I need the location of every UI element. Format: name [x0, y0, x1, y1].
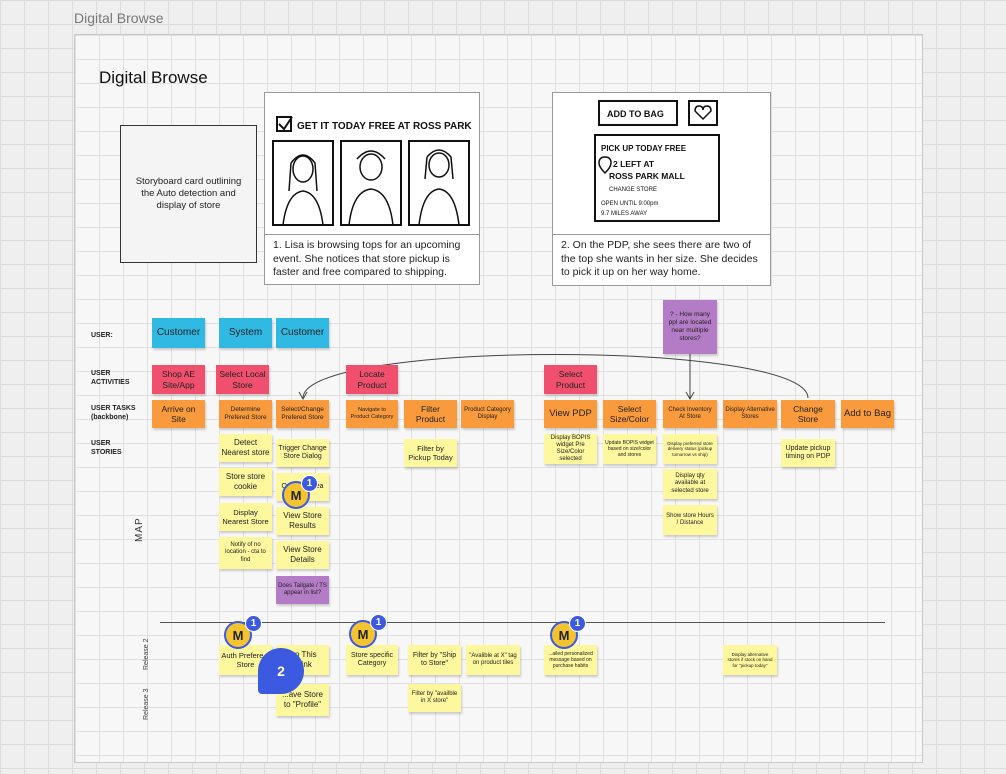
row-label-user: USER:	[91, 332, 113, 339]
board-frame[interactable]	[74, 34, 923, 763]
sticky-story-display-qty[interactable]: Display qty available at selected store	[663, 469, 717, 499]
sticky-r2-store-category[interactable]: Store specific Category	[346, 645, 398, 675]
sticky-activity-shop[interactable]: Shop AE Site/App	[152, 365, 205, 394]
sketch-left: 2 LEFT AT	[613, 159, 655, 169]
sketch-pdp-widget: ADD TO BAG PICK UP TODAY FREE 2 LEFT AT …	[594, 100, 720, 222]
sticky-r2-alt-stores[interactable]: Display alternative stores if stock on h…	[723, 645, 777, 675]
row-label-stories: USER STORIES	[91, 440, 122, 456]
storyboard-note-text: Storyboard card outlining the Auto detec…	[135, 176, 242, 211]
sticky-task-filter[interactable]: Filter Product	[404, 400, 457, 428]
sticky-r3-filter-available[interactable]: Filter by "availble in X store"	[408, 684, 461, 712]
sticky-task-category-display[interactable]: Product Category Display	[461, 400, 514, 428]
sketch-mall: ROSS PARK MALL	[609, 171, 685, 181]
connector-question-arrowhead	[685, 391, 695, 401]
sticky-task-select-change[interactable]: Select/Change Prefered Store	[276, 400, 329, 428]
card-1-caption: 1. Lisa is browsing tops for an upcoming…	[265, 234, 479, 284]
sticky-story-display-nearest[interactable]: Display Nearest Store	[219, 503, 272, 531]
sticky-story-hours-distance[interactable]: Show store Hours / Distance	[663, 505, 717, 535]
sketch-pickup: PICK UP TODAY FREE	[601, 144, 687, 153]
sticky-r2-personalized[interactable]: ...ailed personalized message based on p…	[544, 645, 597, 675]
sticky-story-cookie[interactable]: Store store cookie	[219, 468, 272, 496]
sticky-story-trigger-dialog[interactable]: Trigger Change Store Dialog	[276, 439, 329, 467]
storyboard-card-1[interactable]: GET IT TODAY FREE AT ROSS PARK 1. Lisa i…	[264, 92, 480, 285]
sticky-user-system[interactable]: System	[219, 318, 272, 348]
avatar-4-letter: M	[558, 627, 570, 643]
sticky-story-delivery-status[interactable]: Display preferred store delivery status …	[663, 434, 717, 464]
sketch-add-to-bag: ADD TO BAG	[607, 109, 664, 119]
sticky-story-tailgate[interactable]: Does Tailgate / TS appear in list?	[276, 576, 329, 604]
avatar-2-count-badge: 1	[245, 615, 262, 632]
sticky-task-add-to-bag[interactable]: Add to Bag	[841, 400, 894, 428]
sticky-r2-ship-to-store[interactable]: Filter by "Ship to Store"	[408, 645, 461, 675]
avatar-1-count-badge: 1	[301, 475, 318, 492]
sketch-headline: GET IT TODAY FREE AT ROSS PARK	[297, 121, 472, 132]
frame-label[interactable]: Digital Browse	[74, 10, 164, 26]
sticky-task-check-inventory[interactable]: Check Inventory At Store	[663, 400, 717, 428]
sketch-open: OPEN UNTIL 9:00pm	[601, 201, 658, 207]
sticky-story-update-bopis[interactable]: Update BOPIS widget based on size/color …	[603, 434, 656, 464]
sticky-user-customer-1[interactable]: Customer	[152, 318, 205, 348]
storyboard-note[interactable]: Storyboard card outlining the Auto detec…	[120, 125, 257, 263]
row-label-activities: USER ACTIVITIES	[91, 370, 130, 386]
collaborator-avatar-1[interactable]: M	[282, 481, 310, 509]
sticky-task-determine[interactable]: Determine Prefered Store	[219, 400, 272, 428]
sticky-task-view-pdp[interactable]: View PDP	[544, 400, 597, 428]
sticky-question[interactable]: ? - How many ppl are located near multip…	[663, 300, 717, 354]
avatar-2-letter: M	[232, 627, 244, 643]
release-divider	[160, 622, 885, 623]
card-2-caption: 2. On the PDP, she sees there are two of…	[553, 234, 770, 284]
board-title: Digital Browse	[99, 68, 208, 87]
sticky-story-view-details[interactable]: View Store Details	[276, 541, 329, 569]
sticky-task-size-color[interactable]: Select Size/Color	[603, 400, 656, 428]
avatar-3-count-badge: 1	[370, 614, 387, 631]
avatar-1-letter: M	[290, 487, 302, 503]
sticky-story-no-location[interactable]: Notify of no location - cta to find	[219, 537, 272, 569]
sketch-lisa-browsing: GET IT TODAY FREE AT ROSS PARK	[272, 116, 472, 226]
sticky-activity-select-product[interactable]: Select Product	[544, 365, 597, 394]
sticky-task-navigate[interactable]: Navigate to Product Category	[346, 400, 398, 428]
sticky-r2-available-tag[interactable]: "Avalible at X" tag on product tiles	[466, 645, 520, 675]
sticky-task-arrive[interactable]: Arrive on Site	[152, 400, 205, 428]
sticky-story-pickup-timing[interactable]: Update pickup timing on PDP	[781, 439, 835, 467]
comment-bubble[interactable]: 2	[258, 648, 304, 694]
sticky-story-bopis-widget[interactable]: Display BOPIS widget Pre Size/Color sele…	[544, 434, 597, 464]
connector-arrowhead	[298, 391, 308, 401]
sketch-miles: 9.7 MILES AWAY	[601, 211, 647, 217]
row-label-tasks: USER TASKS (backbone)	[91, 405, 136, 421]
avatar-3-letter: M	[357, 626, 369, 642]
sticky-story-view-results[interactable]: View Store Results	[276, 507, 329, 535]
sticky-user-customer-2[interactable]: Customer	[276, 318, 329, 348]
sticky-story-detect[interactable]: Detect Nearest store	[219, 434, 272, 462]
sticky-activity-locate[interactable]: Locate Product	[346, 365, 398, 394]
sticky-story-filter-pickup[interactable]: Filter by Pickup Today	[404, 439, 457, 467]
sketch-change-store: CHANGE STORE	[609, 187, 657, 193]
connector-arc	[302, 354, 809, 399]
sticky-task-alt-stores[interactable]: Display Alternative Stores	[723, 400, 777, 428]
comment-count: 2	[277, 663, 285, 679]
sticky-task-change-store[interactable]: Change Store	[781, 400, 835, 428]
avatar-4-count-badge: 1	[569, 615, 586, 632]
sticky-activity-select-store[interactable]: Select Local Store	[216, 365, 269, 394]
storyboard-card-2[interactable]: ADD TO BAG PICK UP TODAY FREE 2 LEFT AT …	[552, 92, 771, 286]
